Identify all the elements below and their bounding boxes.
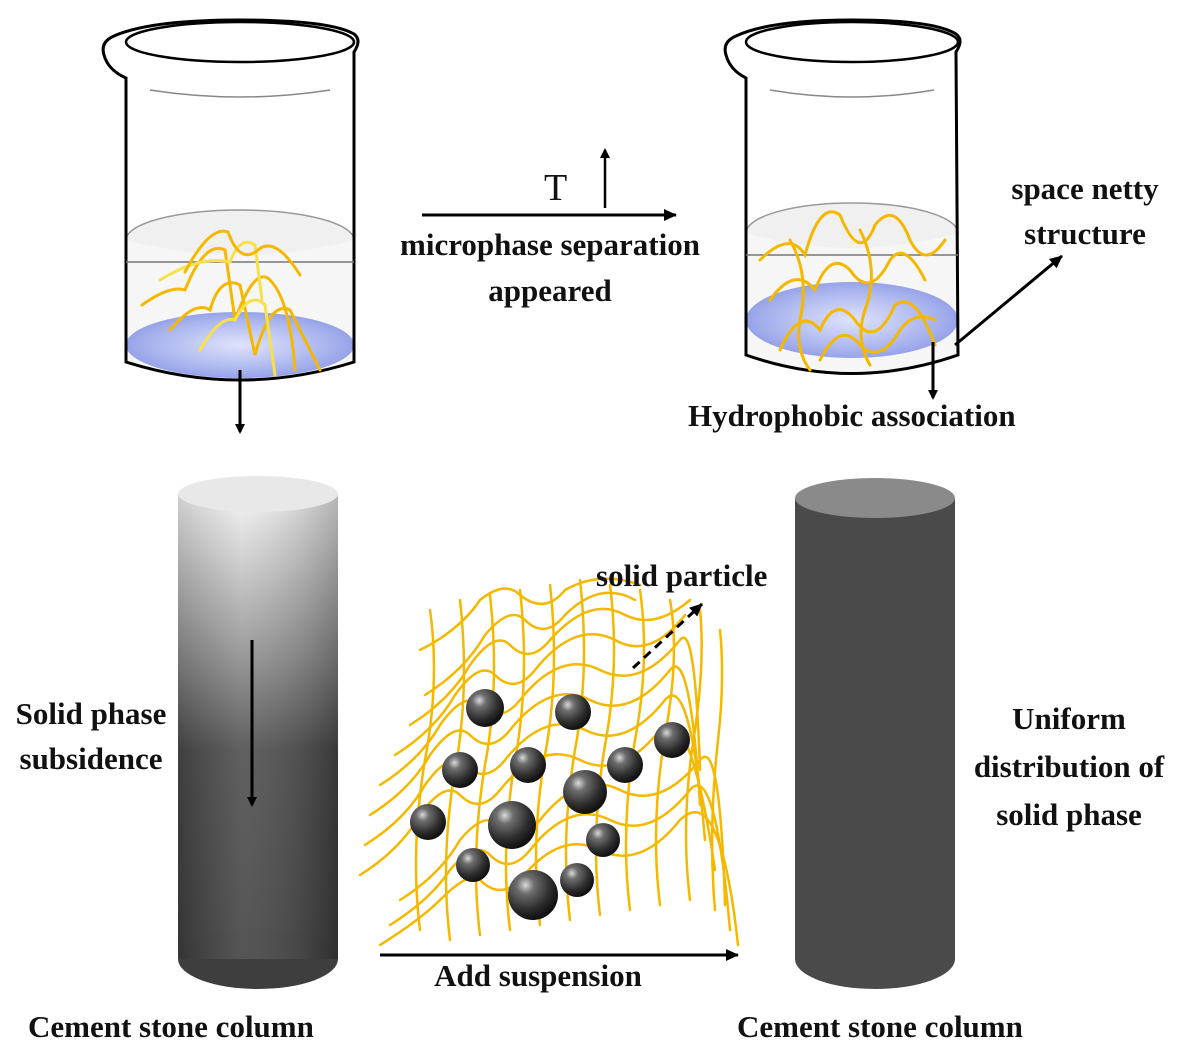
particle xyxy=(410,804,446,840)
solid-phase-label-2: subsidence xyxy=(19,741,163,776)
cement-right-label: Cement stone column xyxy=(737,1009,1023,1044)
particle xyxy=(488,801,536,849)
space-netty-label-1: space netty xyxy=(1011,171,1159,206)
uniform-label-3: solid phase xyxy=(996,797,1142,832)
solid-particles xyxy=(410,689,690,920)
cement-left-label: Cement stone column xyxy=(28,1009,314,1044)
particle xyxy=(607,747,643,783)
solid-phase-label-1: Solid phase xyxy=(15,696,167,731)
temperature-arrow xyxy=(422,148,677,221)
liquid-blue-layer xyxy=(126,312,354,378)
space-netty-label-2: structure xyxy=(1024,216,1146,251)
particle xyxy=(654,722,690,758)
cement-column-left xyxy=(178,476,338,989)
uniform-label-1: Uniform xyxy=(1012,701,1126,736)
particle xyxy=(510,747,546,783)
appeared-label: appeared xyxy=(488,273,612,308)
particle xyxy=(442,752,478,788)
solid-particle-label: solid particle xyxy=(596,558,768,593)
solid-particle-arrow xyxy=(631,602,704,670)
beaker-right xyxy=(723,18,1063,400)
polymer-chains xyxy=(140,229,322,377)
beaker-left xyxy=(101,18,360,382)
particle xyxy=(555,694,591,730)
hydrophobic-label: Hydrophobic association xyxy=(688,398,1016,433)
particle xyxy=(586,823,620,857)
particle xyxy=(560,863,594,897)
add-suspension-label: Add suspension xyxy=(434,958,642,993)
particle xyxy=(456,848,490,882)
liquid-blue-layer-right xyxy=(746,282,958,358)
microphase-label: microphase separation xyxy=(400,227,700,262)
particle xyxy=(508,870,558,920)
particle xyxy=(563,770,607,814)
particle xyxy=(466,689,504,727)
space-netty-arrow xyxy=(954,254,1063,347)
polymer-network xyxy=(758,210,947,372)
uniform-label-2: distribution of xyxy=(973,749,1165,784)
cement-column-right xyxy=(795,478,955,989)
temperature-label: T xyxy=(544,167,568,209)
